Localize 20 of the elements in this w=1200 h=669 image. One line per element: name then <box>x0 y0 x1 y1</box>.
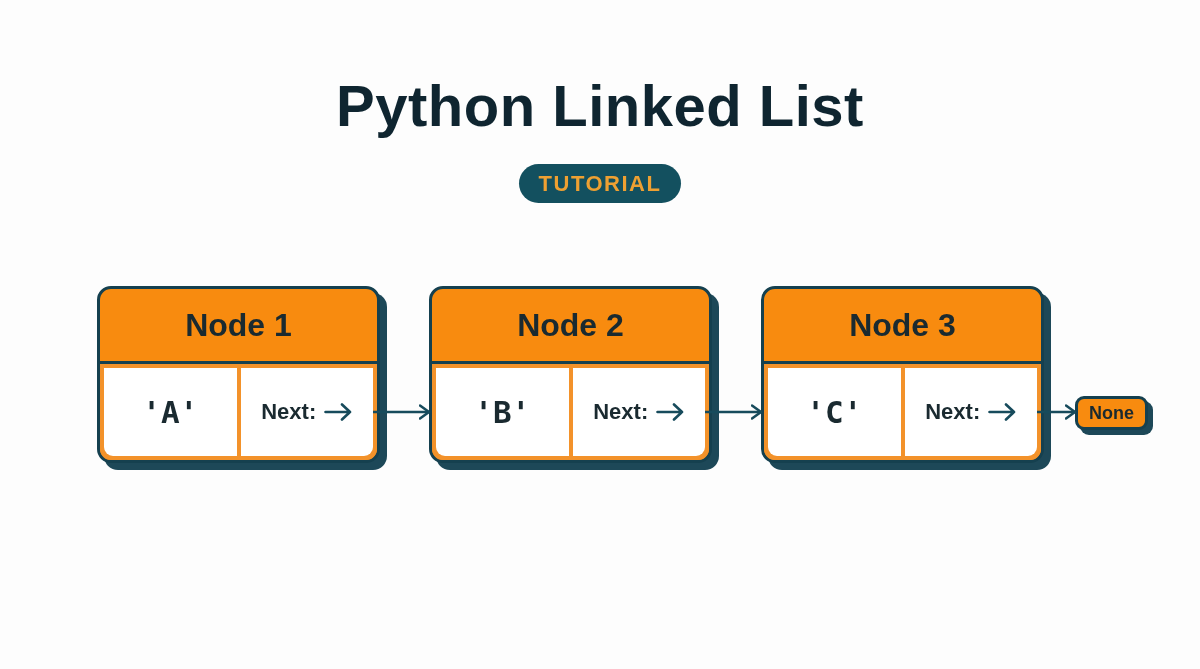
arrow <box>705 404 763 420</box>
data-cell <box>436 368 569 456</box>
node-title: Node 3 <box>849 306 956 344</box>
node-value: 'B' <box>474 394 531 430</box>
next-pointer-cell <box>240 368 373 456</box>
next-pointer-cell <box>572 368 705 456</box>
next-label: Next: <box>925 399 981 425</box>
next-pointer-cell <box>904 368 1037 456</box>
arrow <box>373 404 431 420</box>
arrow <box>1037 404 1077 420</box>
node-title: Node 1 <box>185 306 292 344</box>
node-value: 'A' <box>142 394 199 430</box>
category-tag: TUTORIAL <box>519 164 681 203</box>
data-cell <box>104 368 237 456</box>
node-title: Node 2 <box>517 306 624 344</box>
next-label: Next: <box>593 399 649 425</box>
next-label: Next: <box>261 399 317 425</box>
data-cell <box>768 368 901 456</box>
node-value: 'C' <box>806 394 863 430</box>
diagram-title: Python Linked List <box>336 74 864 138</box>
